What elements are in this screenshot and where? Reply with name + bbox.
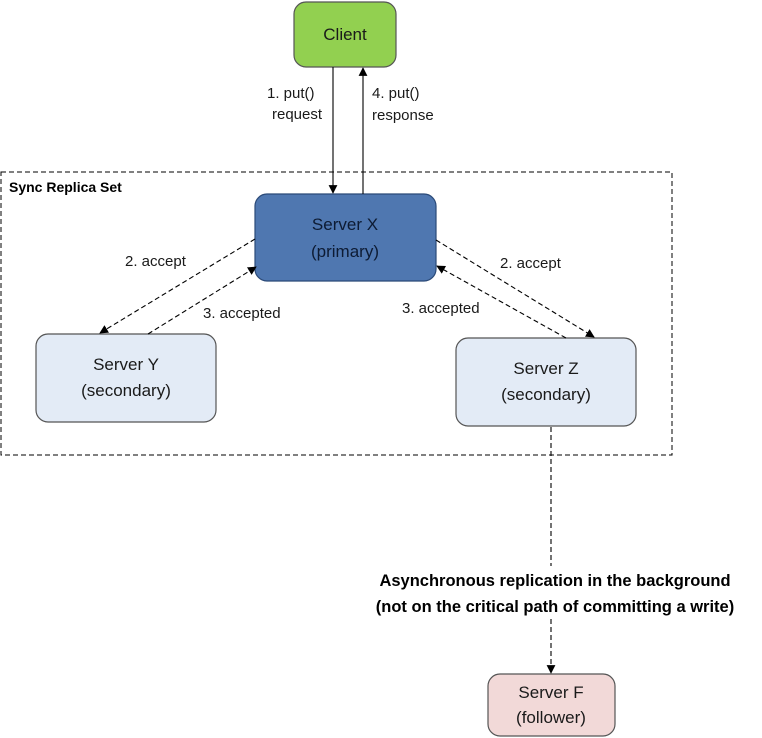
accepted-y-label: 3. accepted xyxy=(203,305,281,322)
note-background xyxy=(346,566,760,618)
server-f-role: (follower) xyxy=(516,708,586,727)
async-note-line1: Asynchronous replication in the backgrou… xyxy=(379,572,730,590)
server-z-node: Server Z (secondary) xyxy=(455,337,637,427)
accepted-from-z-arrow xyxy=(436,265,567,339)
put-response-label-2: response xyxy=(372,107,434,124)
sync-replica-set-boundary xyxy=(0,171,673,456)
server-x-role: (primary) xyxy=(311,242,379,261)
server-x-name: Server X xyxy=(312,215,378,234)
server-y-role: (secondary) xyxy=(81,381,171,400)
server-f-node: Server F (follower) xyxy=(487,673,616,737)
put-request-label-1: 1. put() xyxy=(267,85,315,102)
server-y-node: Server Y (secondary) xyxy=(35,333,217,423)
client-node: Client xyxy=(293,1,397,68)
accepted-z-label: 3. accepted xyxy=(402,300,480,317)
put-response-label-1: 4. put() xyxy=(372,85,420,102)
async-note-line2: (not on the critical path of committing … xyxy=(376,598,734,616)
put-request-label-2: request xyxy=(272,106,323,123)
server-x-node: Server X (primary) xyxy=(254,193,437,282)
client-label: Client xyxy=(323,25,367,44)
server-y-name: Server Y xyxy=(93,355,159,374)
server-z-name: Server Z xyxy=(513,359,578,378)
sync-replica-set-title: Sync Replica Set xyxy=(9,179,122,195)
server-z-role: (secondary) xyxy=(501,385,591,404)
server-f-name: Server F xyxy=(518,683,583,702)
accept-to-z-arrow xyxy=(435,239,595,338)
accept-to-y-arrow xyxy=(99,238,256,334)
accept-z-label: 2. accept xyxy=(500,255,562,272)
accepted-from-y-arrow xyxy=(147,266,257,335)
accept-y-label: 2. accept xyxy=(125,253,187,270)
